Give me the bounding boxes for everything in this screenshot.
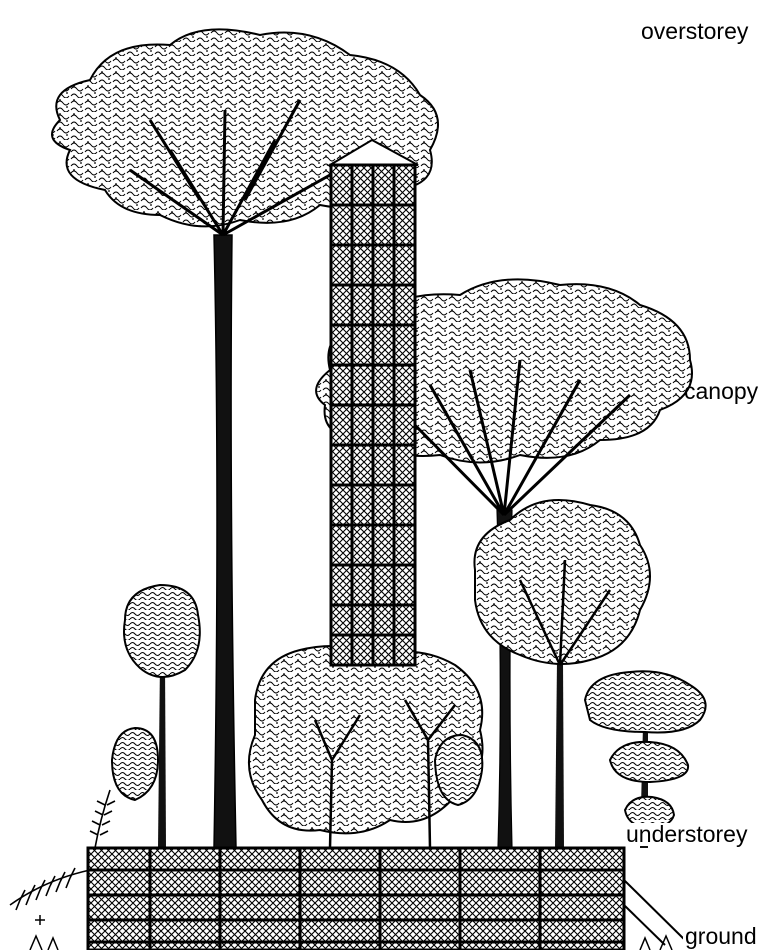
label-ground: ground [683, 925, 759, 948]
label-understorey: understorey [624, 823, 749, 846]
observation-tower [330, 140, 418, 665]
understorey-shrubs [249, 646, 483, 848]
small-tree-left [112, 585, 200, 848]
ground-enclosure [88, 848, 690, 950]
label-canopy: canopy [684, 380, 758, 403]
label-overstorey: overstorey [641, 20, 748, 43]
